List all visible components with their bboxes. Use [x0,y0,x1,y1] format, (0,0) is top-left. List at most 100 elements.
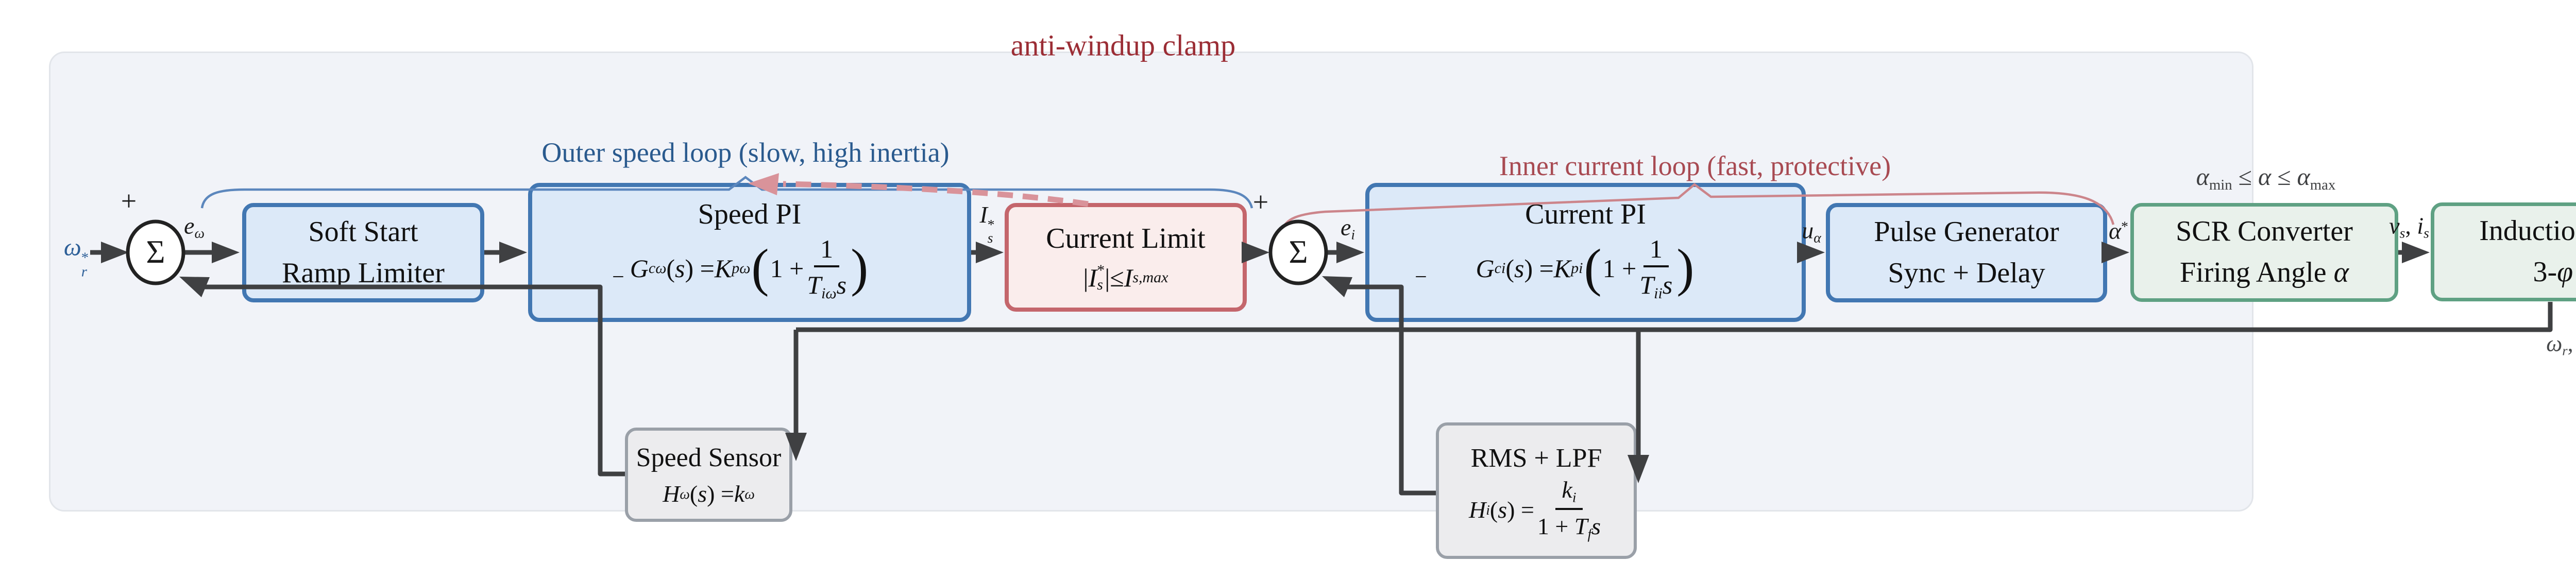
vsis-comma: , [2405,212,2417,239]
outer-loop-label: Outer speed loop (slow, high inertia) [541,137,950,168]
f-le: ≤ [1110,263,1124,292]
pulse-generator-line2: Sync + Delay [1888,257,2045,289]
anti-windup-arrowhead [748,173,779,195]
summing-junction-speed [126,219,185,285]
fs-H: H [663,480,680,507]
ua-base: u [1802,217,1814,244]
f-frac: 1 Tiωs [807,235,846,302]
ei-base: e [1340,214,1351,241]
motor-3dash: 3- [2533,256,2557,288]
fr-numksub: i [1572,489,1577,505]
fr-den1: 1 + [1537,513,1574,540]
inner-loop-label: Inner current loop (fast, protective) [1499,150,1891,181]
pulse-generator-block: Pulse Generator Sync + Delay [1826,203,2107,302]
f2-frac: 1 Tiis [1639,235,1672,302]
sigma-symbol-inner: Σ [1289,233,1308,270]
fr-frac: ki 1 + Tfs [1537,478,1601,541]
f2-Gsub: ci [1494,259,1506,277]
f-denS: s [836,270,847,300]
f2-s: s [1514,253,1524,283]
stator-voltage-current-label: vs, is [2389,212,2429,241]
f2-Ksub: pi [1571,259,1583,277]
f-bar2: | [1105,263,1110,292]
aref-base: α [2109,217,2122,244]
arrowhead-ref-input [101,242,129,263]
f2-denS: s [1662,270,1673,300]
minus-sign-outer: − [612,265,624,289]
fr-denS: s [1591,513,1601,540]
f-K: K [714,253,732,283]
motor-phi: φ [2557,256,2573,288]
is-sub: s [2424,225,2429,241]
isref-stack: *s [987,216,995,245]
f2-num: 1 [1643,235,1669,268]
fr-denTsub: f [1587,525,1592,542]
fr-H: H [1468,496,1486,523]
wref-stack: *r [81,249,89,280]
wref-sub: r [81,263,87,280]
speed-sensor-input-arrowhead [785,433,807,461]
arrowhead-sum1-softstart [212,242,240,263]
ua-sub: α [1814,229,1821,246]
fs-lp: ( [689,480,698,507]
arrowhead-speedpi-currentlimit [976,242,1004,263]
fs-rpeq: ) = [707,480,734,507]
speed-feedback-arrowhead [179,277,210,297]
f2-one: 1 + [1602,253,1637,283]
ar-a2: α [2258,163,2272,191]
summing-junction-current [1268,219,1328,285]
f2-rpeq: ) = [1524,253,1554,283]
fs-k: k [734,480,745,507]
fr-rpeq: ) = [1507,496,1534,523]
isref-sup: * [987,216,995,233]
mo-wsub: r [2562,343,2568,359]
current-feedback-wire [1342,284,1436,496]
fr-s: s [1498,496,1507,523]
isref-base: I [979,201,988,228]
scr-line2-text: Firing Angle [2179,257,2334,288]
plus-sign-outer: + [121,185,137,216]
ar-a1: α [2196,163,2209,191]
fs-s: s [698,480,707,507]
diagram-title: anti-windup clamp [1010,28,1236,62]
wref-base: ω [63,233,81,261]
f-Isup: * [1097,261,1105,279]
inner-loop-brace [1281,183,2115,231]
arrowhead-scr-motor [2402,242,2430,263]
rms-lpf-title: RMS + LPF [1470,444,1602,473]
motor-line1: Induction Motor [2479,215,2576,247]
motor-output-return-wire [796,302,2553,332]
speed-pi-title: Speed PI [698,198,802,230]
motor-line2: 3-φ IM [2533,252,2576,293]
fr-denT: T [1574,513,1588,540]
outer-loop-brace [200,176,1253,209]
f-Ksub: pω [732,259,751,277]
ar-le2: ≤ [2271,163,2297,191]
wref-sup: * [81,249,89,266]
fr-numk: k [1562,477,1572,503]
f-s: s [675,253,685,283]
pulse-generator-line1: Pulse Generator [1874,215,2059,248]
current-reference-label: I*s [979,201,994,245]
is-base: i [2417,212,2424,239]
fr-num: ki [1555,477,1583,511]
speed-reference-label: ω*r [64,233,89,279]
fr-lp: ( [1489,496,1498,523]
f2-lp: ( [1505,253,1514,283]
firing-angle-command-label: α* [2109,217,2128,245]
f-Gsub: cω [648,259,667,277]
ar-s1: min [2209,176,2232,193]
f-rpeq: ) = [685,253,715,283]
f-I-stack: *s [1097,263,1105,293]
scr-line2: Firing Angle α [2180,252,2349,294]
f-G: G [630,253,649,283]
current-error-label: ei [1341,213,1355,243]
f-denT: T [807,270,822,300]
